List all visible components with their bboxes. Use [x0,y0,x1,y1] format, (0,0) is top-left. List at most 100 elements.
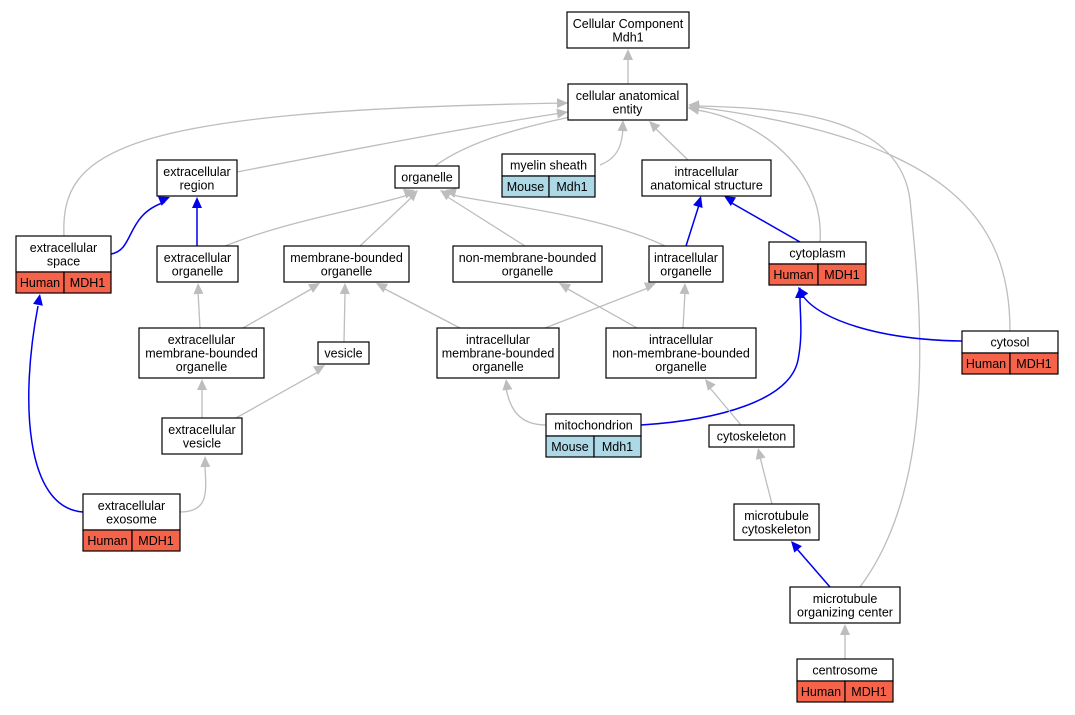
edge-ecv-vesicle [235,365,325,419]
edge-root-cae [623,49,633,84]
edge-arrowhead [724,196,736,206]
edge-icnmbo-ico [679,283,690,329]
edge-arrowhead [705,379,716,391]
edge-ecs-cae [63,98,569,237]
edge-mito-cytoplasm [640,287,805,426]
edge-centro-mtoc [840,624,850,659]
edge-mbo-org [359,190,418,247]
edge-vesicle-mbo [339,283,350,343]
edge-line [110,201,166,255]
edge-line [445,195,526,247]
edge-arrowhead [192,197,202,208]
edge-ias-cae [649,121,689,161]
edge-line [343,291,346,343]
node-label-line: organizing center [797,605,893,619]
gene-tag: MDH1 [824,268,859,282]
edge-arrowhead [376,283,389,293]
edge-line [696,105,921,588]
node-vesicle[interactable]: vesicle [317,341,370,365]
gene-tag-cell [548,175,596,198]
node-box [436,327,560,379]
edge-line [236,111,569,173]
gene-tag-cell [593,435,642,458]
node-label-line: cytoskeleton [742,522,812,536]
gene-tag: MDH1 [1016,357,1051,371]
node-label-line: myelin sheath [510,159,587,173]
node-icnmbo[interactable]: intracellularnon-membrane-boundedorganel… [605,327,757,379]
edge-arrowhead [33,294,43,306]
edge-arrowhead [556,108,568,119]
node-label-line: non-membrane-bounded [612,347,750,361]
node-box [394,165,460,189]
node-label-line: extracellular [168,333,235,347]
edge-cytosol-cae [688,103,1011,332]
gene-tag-cell [63,271,112,294]
node-box [156,159,238,197]
edge-arrowhead [755,448,766,460]
node-box [138,327,265,379]
node-cytosk[interactable]: cytoskeleton [708,424,795,448]
edge-line [709,387,742,426]
node-label-line: microtubule [744,509,809,523]
species-tag: Mouse [507,180,545,194]
edge-ecs-ecr [110,196,170,255]
edge-arrowhead [623,49,633,60]
edge-exo-ecs [28,294,84,513]
node-box [641,159,772,197]
node-label-line: organelle [655,360,706,374]
edge-ecv-ecmbo [197,379,207,418]
node-label-line: organelle [502,264,553,278]
edge-line [682,291,686,329]
edge-arrowhead [688,100,700,111]
node-label-line: membrane-bounded [145,347,258,361]
node-label-line: extracellular [164,251,231,265]
edge-exo-ecv [179,456,211,513]
node-box [161,417,243,455]
node-label-line: entity [613,102,644,116]
edge-ecmbo-mbo [242,283,320,329]
species-tag: Human [87,534,127,548]
edge-arrowhead [559,283,572,293]
edge-arrowhead [679,283,690,295]
node-label-line: non-membrane-bounded [459,251,597,265]
edge-line [434,114,581,167]
node-box [648,245,724,283]
node-box [283,245,410,283]
edge-arrowhead [643,282,656,292]
edge-cytoplasm-ias [724,196,801,243]
edge-line [451,194,666,247]
species-tag: Human [20,276,60,290]
node-label-line: extracellular [168,423,235,437]
edge-line [696,106,1011,332]
node-label-line: intracellular [466,333,530,347]
edge-line [197,290,201,329]
node-label-line: anatomical structure [650,178,763,192]
node-organelle[interactable]: organelle [394,165,460,189]
node-label-line: space [47,254,80,268]
node-box [317,341,370,365]
edge-line [685,204,700,247]
node-label-line: organelle [176,360,227,374]
